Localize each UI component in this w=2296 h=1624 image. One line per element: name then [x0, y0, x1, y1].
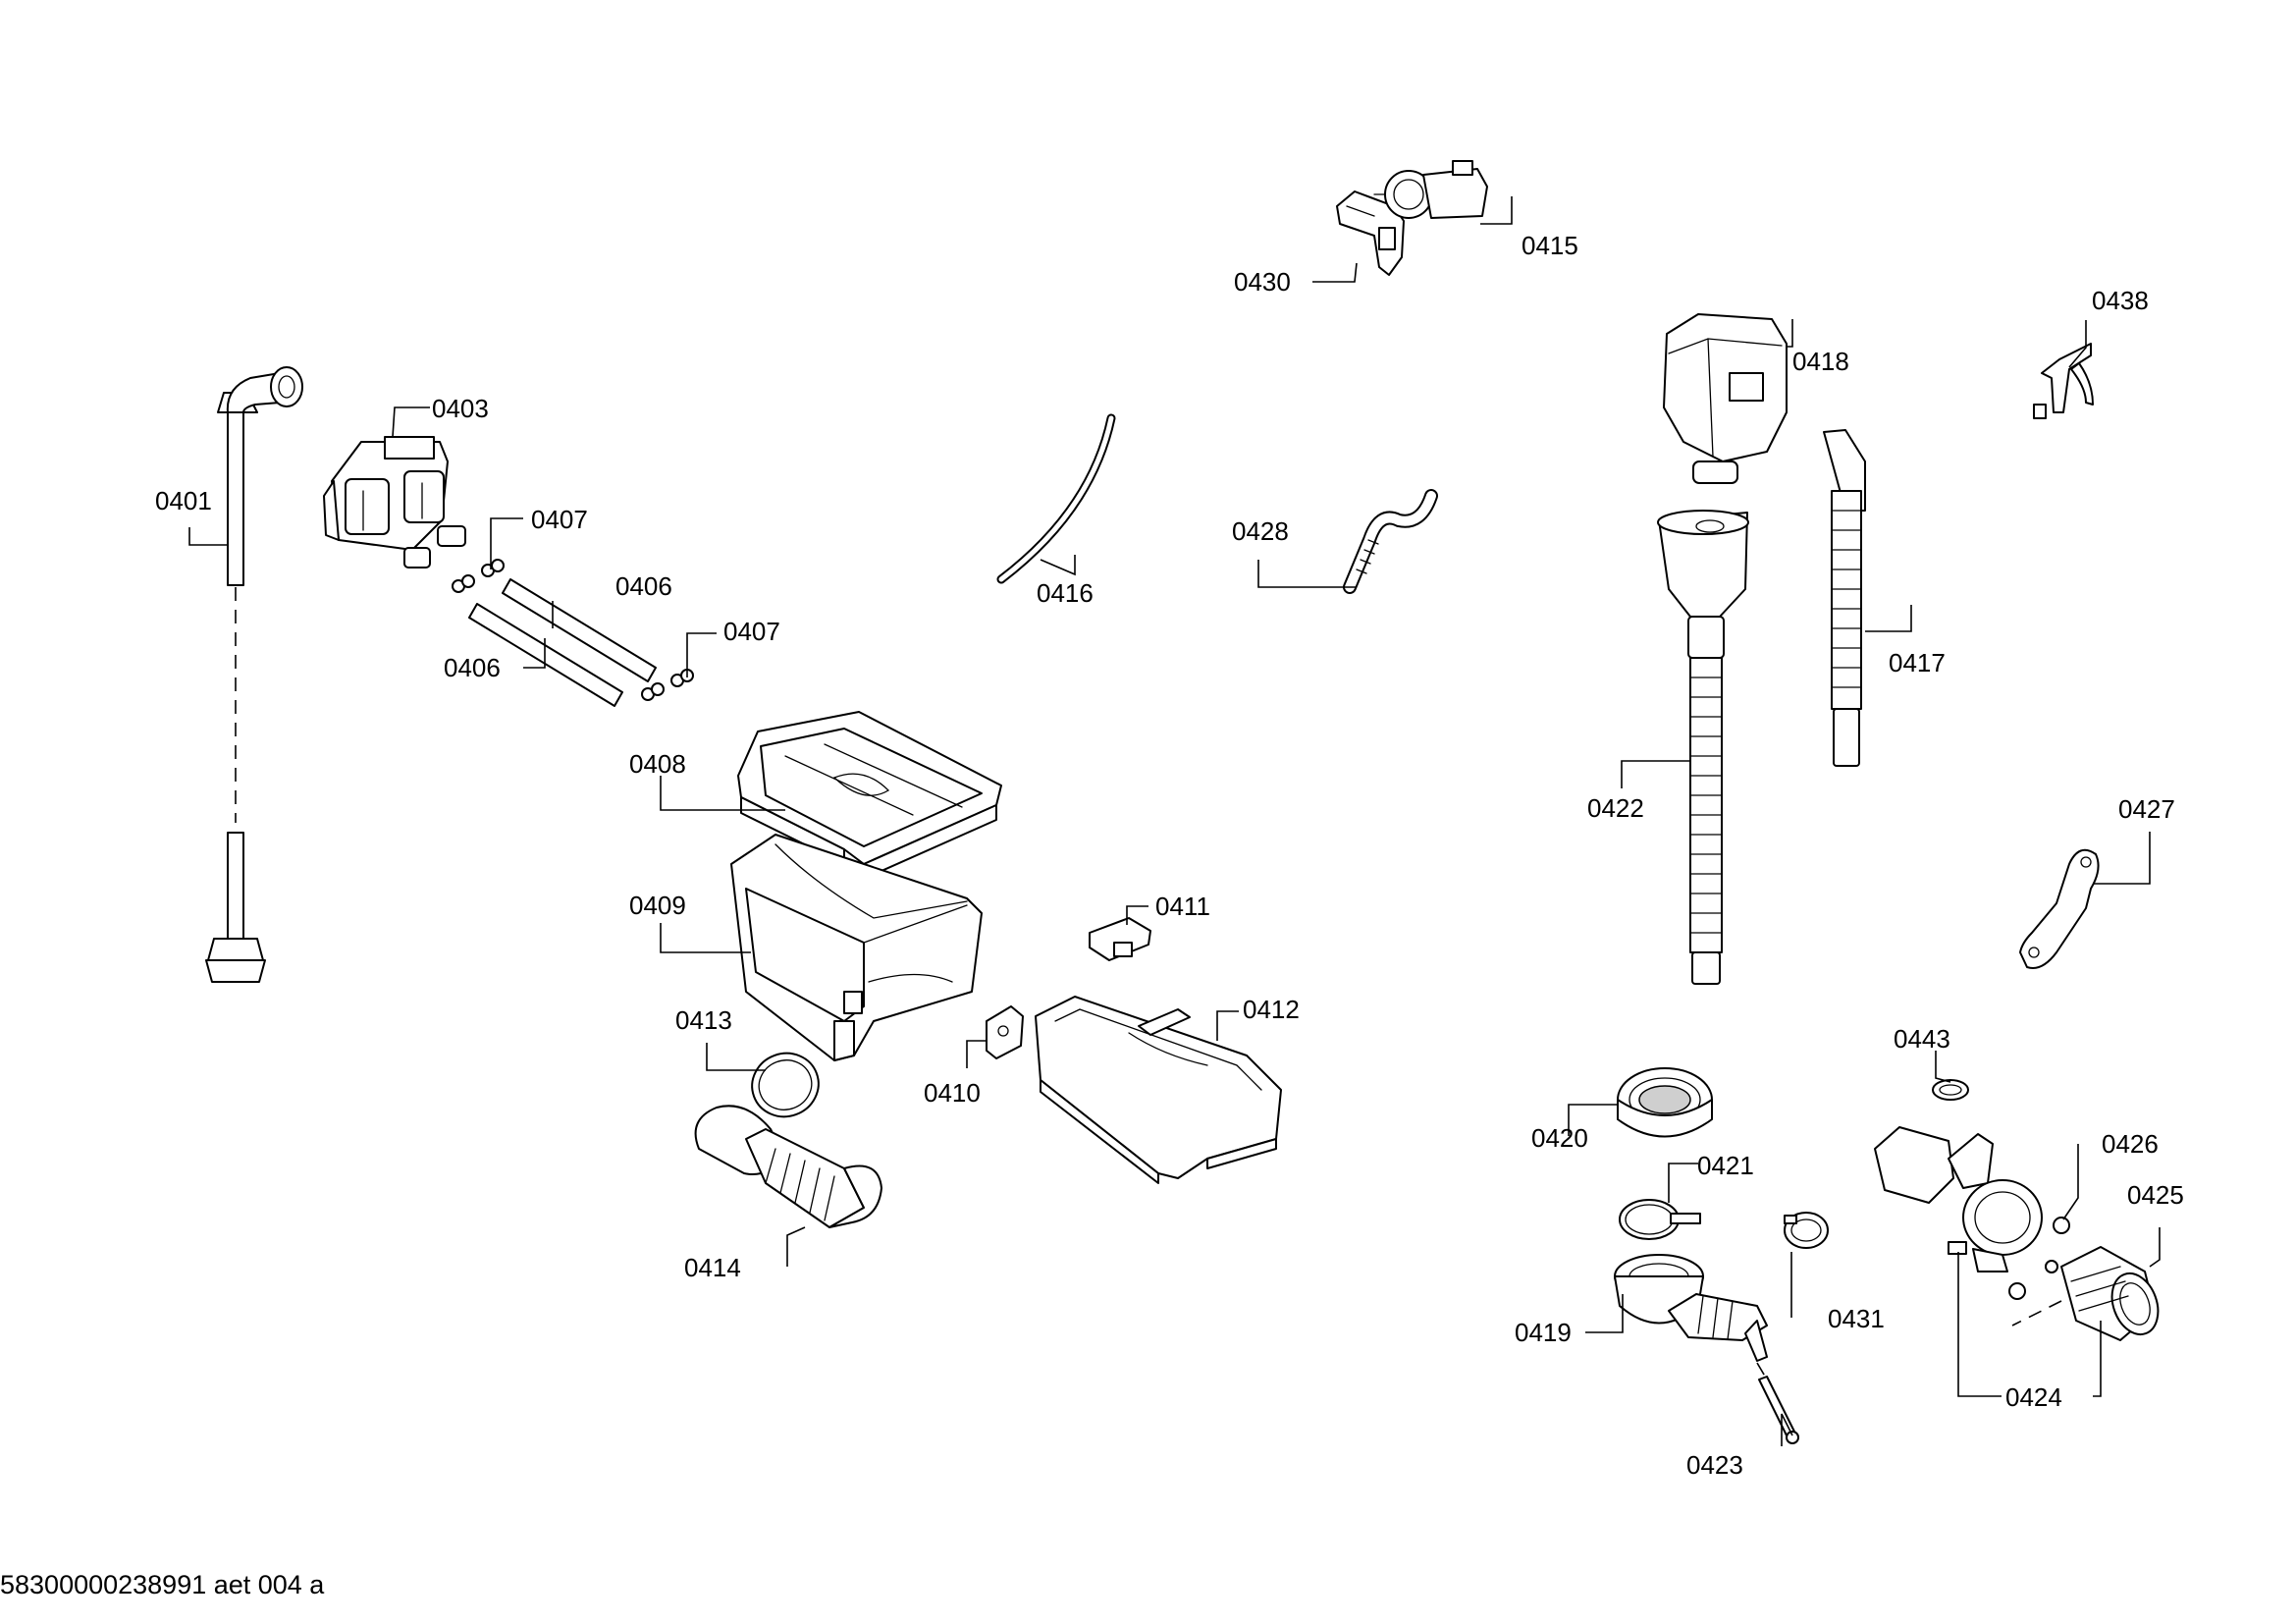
- leader-lines: [188, 196, 2161, 1446]
- label-0424: 0424: [2005, 1382, 2062, 1412]
- label-0411: 0411: [1155, 892, 1210, 921]
- label-0419: 0419: [1515, 1318, 1572, 1347]
- part-0419-sump-bellows[interactable]: [1614, 1254, 1768, 1362]
- label-0408: 0408: [629, 749, 686, 779]
- part-0408-dispenser-top[interactable]: [737, 711, 1002, 880]
- label-0406-bottom: 0406: [444, 653, 501, 682]
- label-0417: 0417: [1889, 648, 1946, 677]
- part-0403-water-valve[interactable]: [323, 436, 466, 568]
- document-code: 58300000238991 aet 004 a: [0, 1570, 325, 1599]
- part-0416-thin-hose[interactable]: [996, 413, 1116, 584]
- part-0421-hose-clamp[interactable]: [1619, 1199, 1701, 1240]
- label-0413: 0413: [675, 1005, 732, 1035]
- label-0403: 0403: [432, 394, 489, 423]
- label-0430: 0430: [1234, 267, 1291, 297]
- label-0407-top: 0407: [531, 505, 588, 534]
- part-0406-hoses[interactable]: [468, 578, 657, 707]
- label-0410: 0410: [924, 1078, 981, 1108]
- label-0401: 0401: [155, 486, 212, 515]
- label-0420: 0420: [1531, 1123, 1588, 1153]
- part-0415-pressure-switch[interactable]: [1373, 160, 1488, 219]
- part-0414-bellows-hose[interactable]: [694, 1105, 882, 1228]
- label-0418: 0418: [1792, 347, 1849, 376]
- label-0406-top: 0406: [615, 571, 672, 601]
- label-0443: 0443: [1894, 1024, 1950, 1054]
- part-0411-latch[interactable]: [1089, 917, 1151, 961]
- label-0438: 0438: [2092, 286, 2149, 315]
- part-0425-pump-filter[interactable]: [2060, 1246, 2166, 1341]
- part-0420-gasket-ring[interactable]: [1617, 1067, 1713, 1138]
- label-0426: 0426: [2102, 1129, 2159, 1159]
- part-0427-plate-bracket[interactable]: [2019, 848, 2100, 969]
- label-0421: 0421: [1697, 1151, 1754, 1180]
- part-0401-inlet-pipe[interactable]: [205, 366, 303, 983]
- label-0407-bottom: 0407: [723, 617, 780, 646]
- label-0423: 0423: [1686, 1450, 1743, 1480]
- part-0413-seal-ring[interactable]: [743, 1044, 828, 1125]
- label-0416: 0416: [1037, 578, 1094, 608]
- label-0412: 0412: [1243, 995, 1300, 1024]
- part-0431-clamp[interactable]: [1784, 1212, 1829, 1249]
- part-labels: 0401 0403 0407 0406 0406 0407 0408 0409 …: [155, 231, 2184, 1480]
- part-0422-outlet-hose[interactable]: [1657, 510, 1749, 985]
- label-0422: 0422: [1587, 793, 1644, 823]
- part-0412-detergent-drawer[interactable]: [1035, 996, 1282, 1184]
- part-0417-corrugated-hose[interactable]: [1823, 429, 1866, 767]
- part-0424-drain-pump[interactable]: [1874, 1126, 2070, 1300]
- part-0430-sensor-bracket[interactable]: [1336, 190, 1405, 276]
- part-0407-hose-clips[interactable]: [452, 559, 694, 701]
- part-0423-rod[interactable]: [1756, 1362, 1799, 1444]
- label-0409: 0409: [629, 891, 686, 920]
- part-0409-dispenser-housing[interactable]: [730, 834, 983, 1061]
- part-0410-bracket[interactable]: [986, 1005, 1024, 1059]
- part-0418-sump-housing[interactable]: [1663, 313, 1788, 484]
- label-0414: 0414: [684, 1253, 741, 1282]
- part-0443-clamp[interactable]: [1932, 1079, 1969, 1101]
- label-0428: 0428: [1232, 516, 1289, 546]
- label-0427: 0427: [2118, 794, 2175, 824]
- part-0428-drain-hose[interactable]: [1343, 489, 1438, 594]
- label-0431: 0431: [1828, 1304, 1885, 1333]
- label-0415: 0415: [1522, 231, 1578, 260]
- part-0438-hook[interactable]: [2033, 343, 2094, 419]
- label-0425: 0425: [2127, 1180, 2184, 1210]
